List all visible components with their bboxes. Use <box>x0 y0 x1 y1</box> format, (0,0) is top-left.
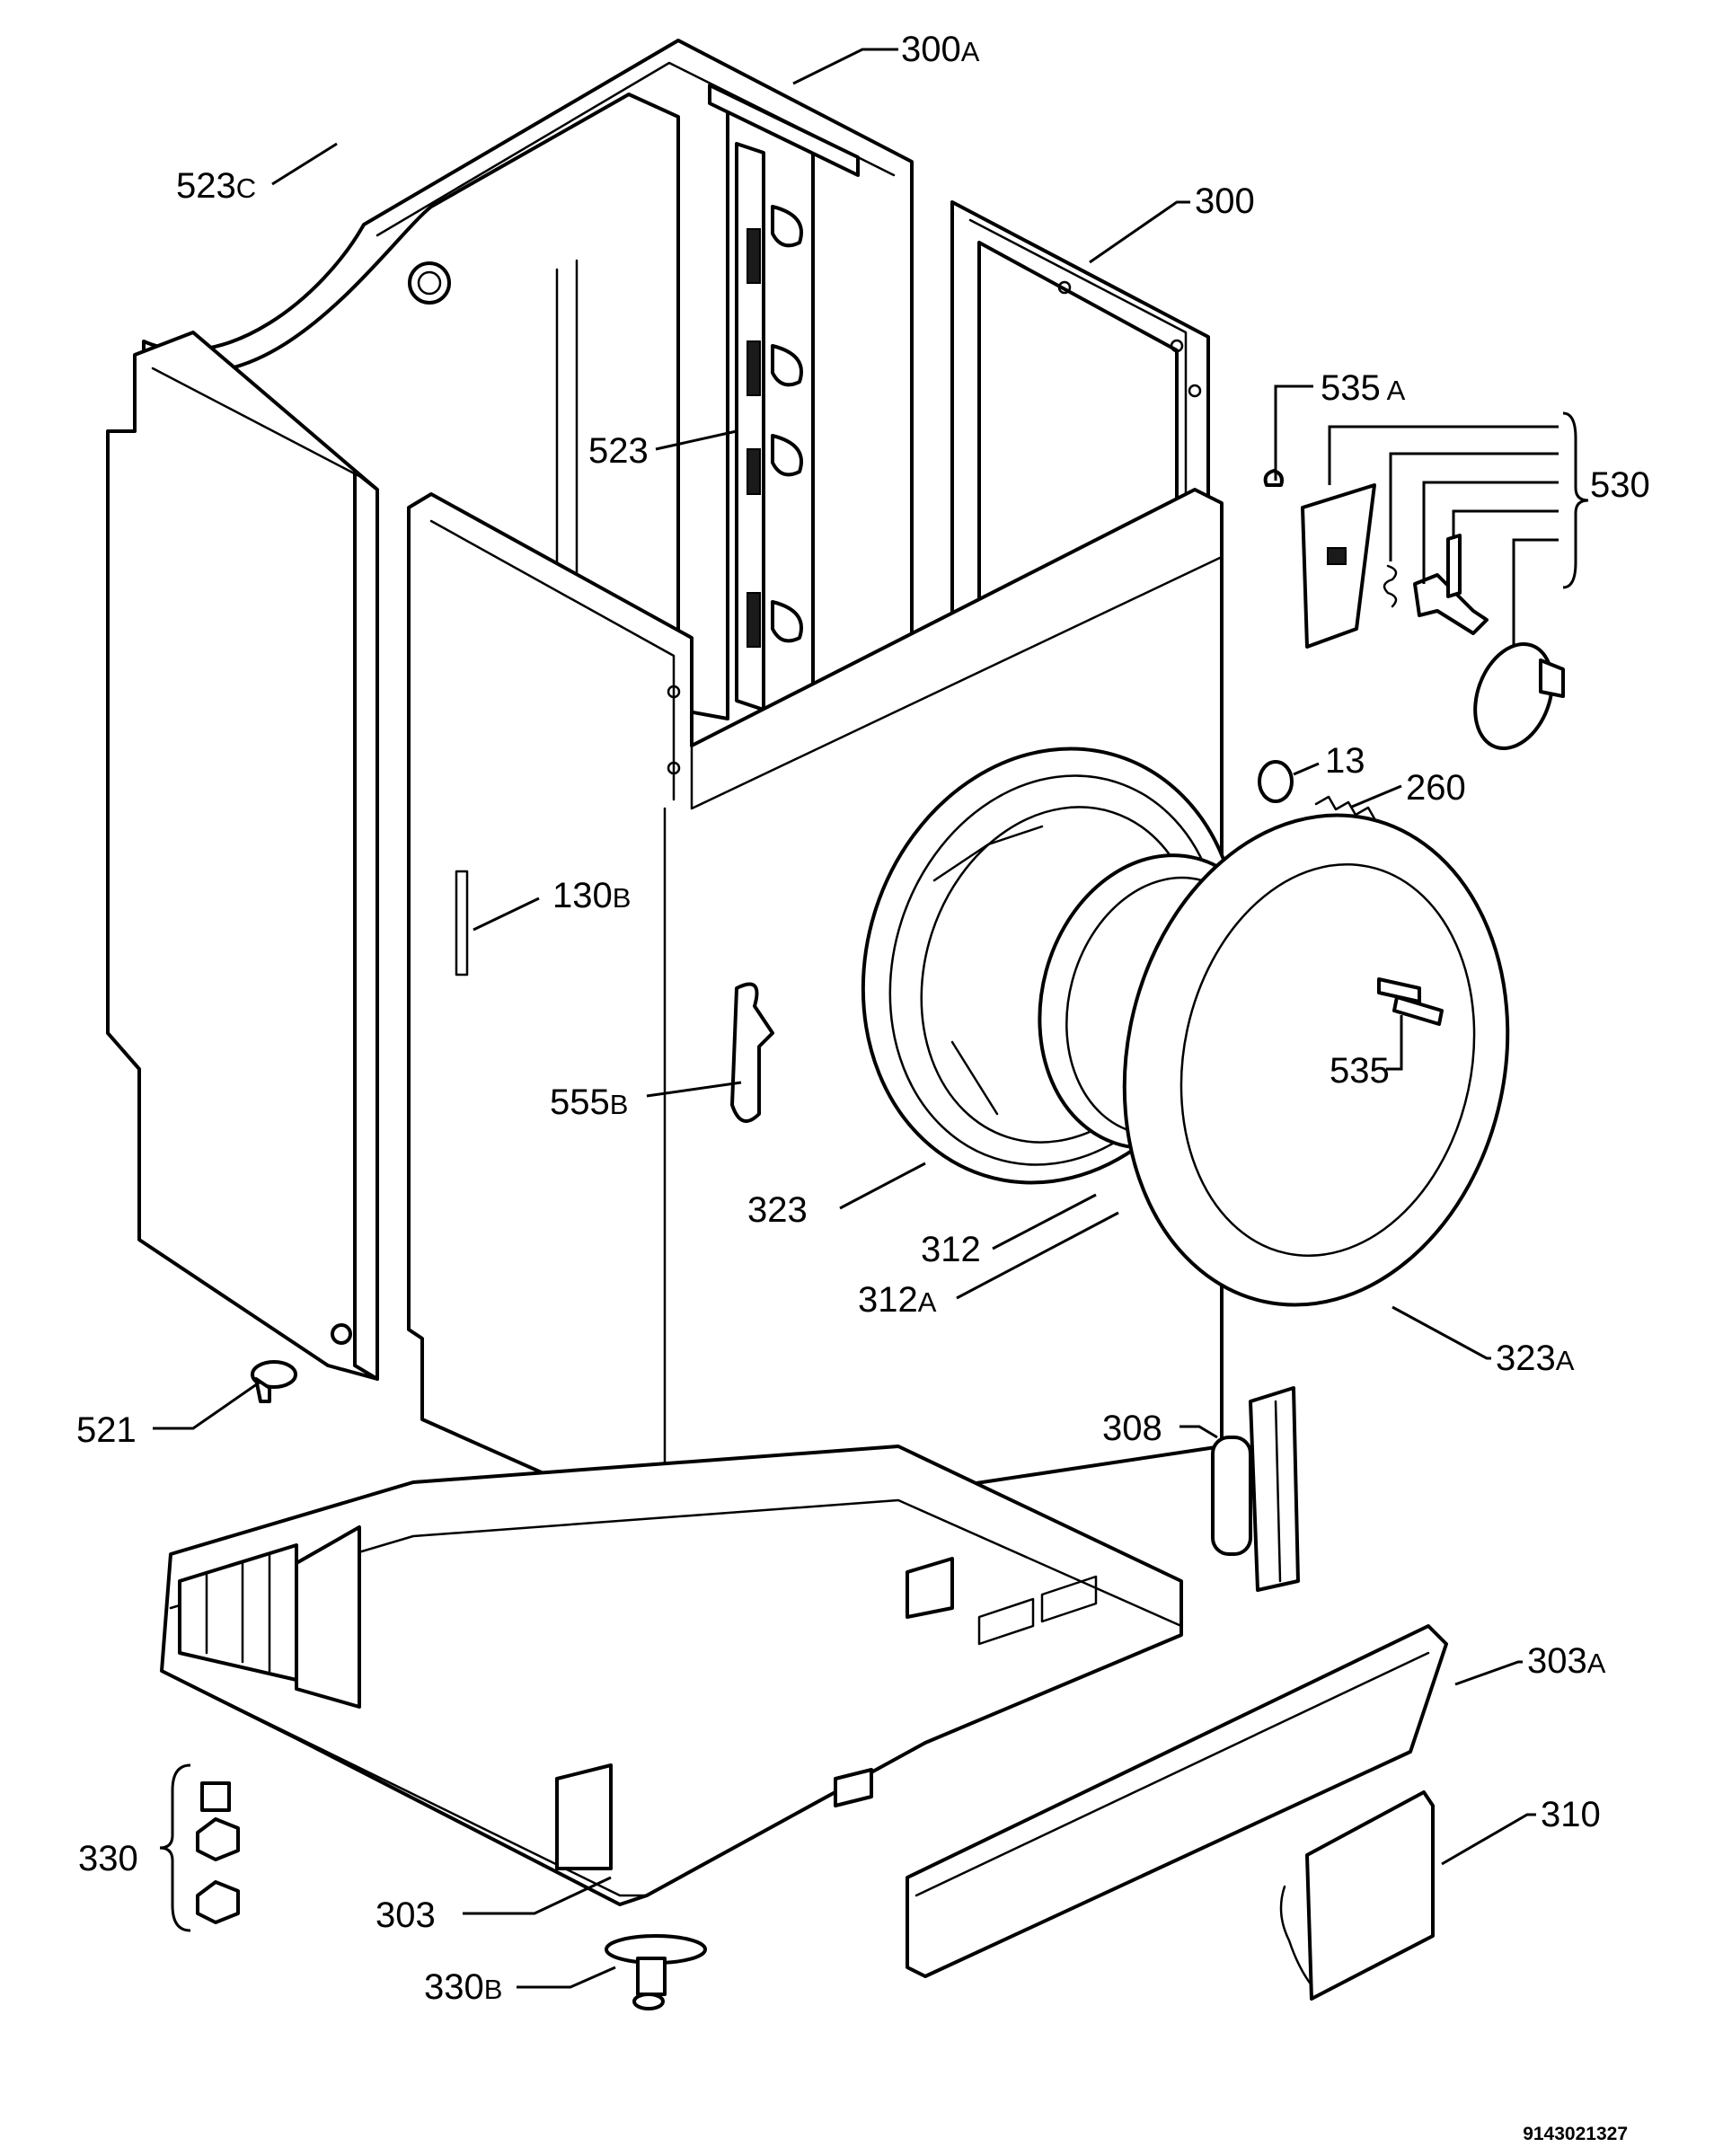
base-frame <box>160 1445 1183 1906</box>
callout-number: 310 <box>1541 1795 1601 1834</box>
callout-303A: 303A <box>1527 1641 1606 1681</box>
leader-130B <box>473 897 540 932</box>
callout-number: 523 <box>588 431 649 471</box>
leader-310 <box>1441 1813 1536 1866</box>
screw <box>251 1360 297 1403</box>
leader-530-2 <box>1389 452 1559 561</box>
filter-door <box>1279 1790 1435 2001</box>
document-number: 9143021327 <box>1523 2124 1628 2144</box>
callout-535: 535 <box>1330 1051 1390 1091</box>
callout-number: 308 <box>1102 1409 1162 1448</box>
leader-323A <box>1392 1305 1491 1360</box>
leader-303 <box>463 1876 612 1915</box>
leader-530-4 <box>1452 509 1559 539</box>
callout-260: 260 <box>1406 768 1466 808</box>
fixing-kit <box>196 1781 240 1924</box>
callout-suffix: A <box>1587 1648 1606 1679</box>
leader-lines <box>153 48 1589 1989</box>
callout-523: 523 <box>588 431 649 471</box>
leader-300A <box>792 48 898 85</box>
callout-number: 330 <box>424 1967 484 2007</box>
callout-number: 312 <box>921 1230 981 1269</box>
callout-suffix: A <box>961 36 980 67</box>
callout-number: 300 <box>901 30 961 69</box>
callout-530: 530 <box>1590 465 1650 505</box>
callout-308: 308 <box>1102 1409 1162 1448</box>
callout-number: 530 <box>1590 465 1650 505</box>
callout-number: 260 <box>1406 768 1466 808</box>
callout-13: 13 <box>1325 741 1365 781</box>
door-lock-plate <box>730 982 774 1123</box>
leader-530-3 <box>1422 481 1559 584</box>
callout-303: 303 <box>375 1895 436 1935</box>
callout-312A: 312A <box>858 1280 937 1320</box>
callout-number: 312 <box>858 1280 918 1320</box>
leader-260 <box>1351 784 1402 808</box>
callout-number: 323 <box>1496 1339 1556 1378</box>
hinge-pin <box>1392 995 1444 1026</box>
door-outer-frame <box>1122 813 1510 1307</box>
callout-310: 310 <box>1541 1795 1601 1834</box>
door-hinge <box>1211 1386 1300 1592</box>
callout-523C: 523C <box>176 166 256 206</box>
callout-521: 521 <box>76 1410 137 1450</box>
callout-number: 330 <box>78 1839 138 1878</box>
levelling-foot <box>605 1934 707 2010</box>
leader-303A <box>1454 1660 1523 1686</box>
callout-suffix: B <box>484 1974 503 2005</box>
leader-323 <box>839 1162 926 1210</box>
callout-number: 130 <box>552 876 613 915</box>
door-handle-assembly <box>1263 469 1565 751</box>
callout-number: 535 <box>1330 1051 1390 1091</box>
callout-330: 330 <box>78 1839 138 1878</box>
bracket-530 <box>1562 411 1589 589</box>
leader-530-5 <box>1512 538 1559 647</box>
callout-number: 523 <box>176 166 236 206</box>
leader-535A <box>1274 384 1313 481</box>
callout-300A: 300A <box>901 30 980 69</box>
callout-number: 521 <box>76 1410 137 1450</box>
callout-suffix: B <box>610 1089 629 1120</box>
leader-312A <box>956 1211 1119 1300</box>
kickplate <box>906 1624 1448 1978</box>
leader-312 <box>992 1193 1097 1250</box>
callout-number: 323 <box>747 1190 808 1230</box>
callout-number: 303 <box>1527 1641 1587 1681</box>
callout-312: 312 <box>921 1230 981 1269</box>
callout-number: 555 <box>550 1082 610 1122</box>
leader-330B <box>517 1966 616 1989</box>
bushing-and-spring <box>1258 760 1377 822</box>
callout-suffix: A <box>1556 1345 1575 1376</box>
callout-suffix: C <box>236 172 256 204</box>
callout-535A: 535 A <box>1321 368 1406 408</box>
callout-suffix: A <box>1381 375 1406 406</box>
left-side-panel <box>106 331 379 1381</box>
callout-number: 300 <box>1195 181 1255 221</box>
leader-530-top <box>1328 425 1559 485</box>
bracket-330 <box>159 1763 191 1932</box>
callout-number: 535 <box>1321 368 1381 408</box>
callout-323A: 323A <box>1496 1339 1575 1378</box>
rear-rail <box>735 142 803 711</box>
leader-308 <box>1179 1425 1218 1439</box>
leader-555B <box>646 1081 742 1098</box>
callout-300: 300 <box>1195 181 1255 221</box>
leader-521 <box>153 1380 261 1430</box>
callout-130B: 130B <box>552 876 631 915</box>
callout-555B: 555B <box>550 1082 628 1122</box>
callout-suffix: B <box>613 882 632 914</box>
callout-323: 323 <box>747 1190 808 1230</box>
callout-suffix: A <box>918 1286 937 1318</box>
leader-300 <box>1089 200 1190 264</box>
leader-535 <box>1386 1015 1403 1071</box>
callout-330B: 330B <box>424 1967 502 2007</box>
front-cabinet <box>407 488 1224 1529</box>
callout-number: 303 <box>375 1895 436 1935</box>
callout-number: 13 <box>1325 741 1365 781</box>
leader-523 <box>655 429 738 451</box>
leader-13 <box>1293 762 1320 776</box>
leader-523C <box>271 142 338 186</box>
